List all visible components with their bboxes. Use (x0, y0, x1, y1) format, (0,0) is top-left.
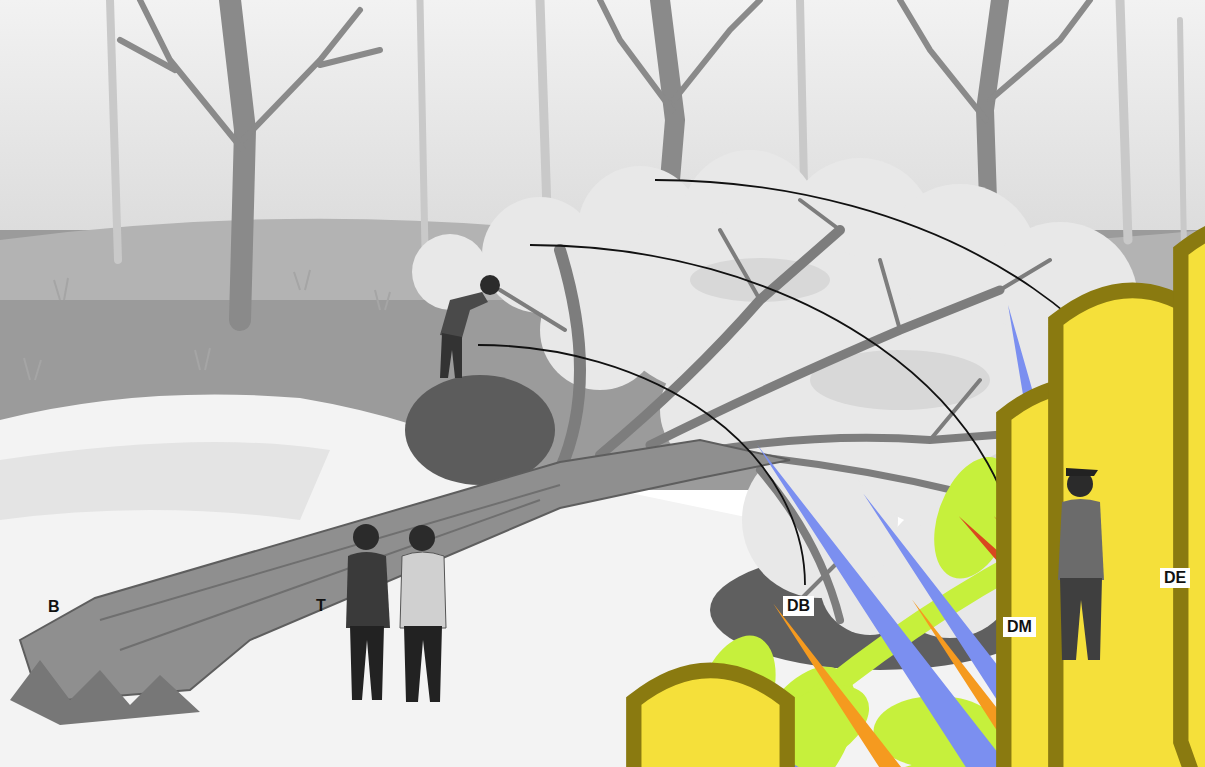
person-legs (404, 626, 442, 702)
tree-trunk (230, 0, 245, 320)
foliage-blob (540, 270, 660, 390)
root-plate (10, 660, 200, 725)
person-cap (1066, 468, 1098, 476)
branch (560, 250, 580, 470)
distant-trunk (1180, 20, 1184, 250)
distant-trunk (420, 0, 425, 250)
position-label: T (316, 597, 326, 615)
tree-branches (600, 0, 760, 110)
distant-trunk (110, 0, 118, 260)
tree-branches (120, 0, 380, 150)
person-legs (1060, 578, 1102, 660)
person-standing-left (346, 524, 390, 700)
person-head (480, 275, 500, 295)
fallen-trunk (20, 440, 790, 702)
distant-trunk (1120, 0, 1128, 240)
person-head (353, 524, 379, 550)
person-torso (400, 552, 446, 628)
marker-stakes (634, 220, 1205, 767)
position-label: B (48, 598, 60, 616)
ground-patch (0, 442, 330, 520)
yellow-stake (634, 670, 787, 767)
grass-tufts (24, 270, 390, 380)
person-torso (1058, 499, 1104, 580)
person-torso (440, 292, 488, 338)
person-legs (440, 333, 462, 378)
yellow-stake (1181, 220, 1205, 767)
tree-branches (900, 0, 1090, 120)
person-bending (440, 275, 500, 378)
vine-epiphytes (308, 75, 1205, 767)
grass-tuft (24, 270, 390, 380)
distance-arc (478, 345, 805, 585)
person-standing-right (400, 525, 446, 702)
distance-label: DM (1003, 617, 1036, 637)
person-legs (350, 626, 384, 700)
distance-arc (530, 245, 1022, 590)
branch (600, 230, 840, 455)
person-torso (346, 552, 390, 628)
person-standing-crown (1058, 468, 1104, 660)
person-head (409, 525, 435, 551)
bark-texture (100, 485, 560, 650)
distance-label: DE (1160, 568, 1190, 588)
distance-label: DB (783, 596, 814, 616)
crown-shadow (405, 375, 555, 485)
